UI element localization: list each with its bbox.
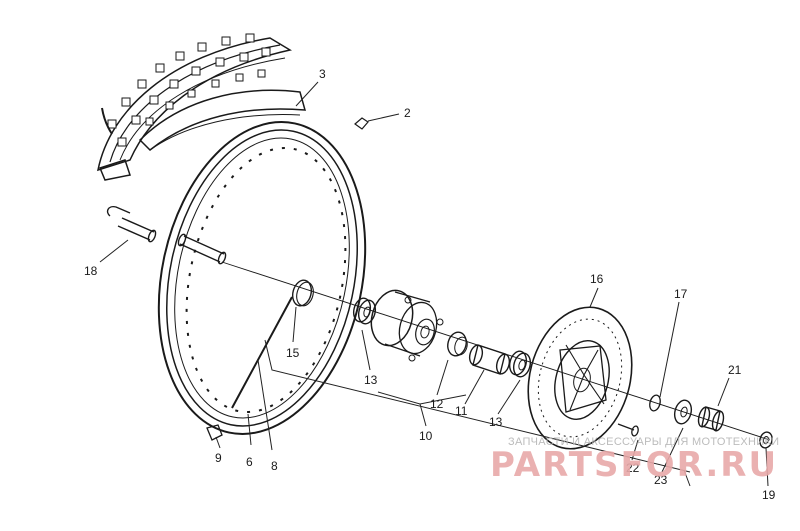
spacer-15-part <box>291 279 314 307</box>
outer-spacer-part <box>697 406 725 432</box>
valve-cap-part <box>354 117 369 130</box>
callout-17: 17 <box>674 287 688 301</box>
seal-12-part <box>447 331 468 357</box>
callout-13-right: 13 <box>489 415 503 429</box>
brake-disc-part <box>527 306 633 450</box>
callout-23: 23 <box>654 473 668 487</box>
callout-11: 11 <box>455 404 468 418</box>
tire-part <box>97 33 307 181</box>
hub-part <box>370 289 444 362</box>
callout-19: 19 <box>762 488 776 502</box>
callout-labels: 2 3 6 8 9 10 11 12 13 13 15 16 17 18 19 … <box>84 67 776 502</box>
watermark: ЗАПЧАСТИ И АКСЕССУАРЫ ДЛЯ МОТОТЕХНИКИ PA… <box>490 436 779 485</box>
spoke-part <box>231 296 293 409</box>
callout-6: 6 <box>246 455 253 469</box>
axle-nut-part <box>759 431 773 449</box>
axle-part <box>106 205 227 265</box>
disc-bolt-part <box>617 423 639 437</box>
rim-part <box>157 121 367 435</box>
bearing-23-part <box>673 399 693 425</box>
seal-17-part <box>649 394 661 412</box>
watermark-tagline: ЗАПЧАСТИ И АКСЕССУАРЫ ДЛЯ МОТОТЕХНИКИ <box>508 436 779 448</box>
bearing-left-part <box>352 297 377 325</box>
callout-21: 21 <box>728 363 742 377</box>
callout-3: 3 <box>319 67 326 81</box>
callout-10: 10 <box>419 429 433 443</box>
callout-22: 22 <box>626 461 640 475</box>
callout-18: 18 <box>84 264 98 278</box>
callout-2: 2 <box>404 106 411 120</box>
callout-15: 15 <box>286 346 300 360</box>
watermark-brand: PARTSFOR.RU <box>490 445 778 485</box>
callout-12: 12 <box>430 397 444 411</box>
callout-16: 16 <box>590 272 604 286</box>
bearing-right-part <box>508 350 532 378</box>
callout-9: 9 <box>215 451 222 465</box>
rim-lock-part <box>206 424 223 441</box>
spacer-tube-part <box>468 344 511 375</box>
callout-8: 8 <box>271 459 278 473</box>
callout-13-left: 13 <box>364 373 378 387</box>
leader-lines <box>99 81 769 487</box>
